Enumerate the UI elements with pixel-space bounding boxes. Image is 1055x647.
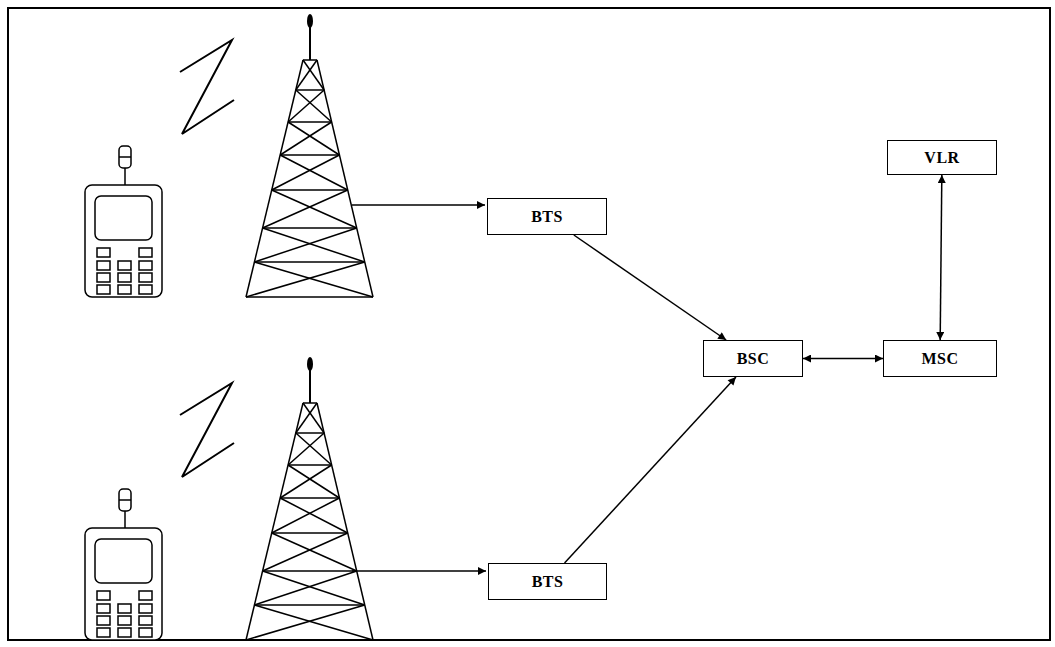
network-element-box: BSC xyxy=(703,340,803,377)
node-label: BTS xyxy=(531,208,563,226)
node-label: MSC xyxy=(921,350,958,368)
node-label: BTS xyxy=(532,573,564,591)
network-element-box: BTS xyxy=(487,198,607,235)
phone-symbol xyxy=(85,146,162,297)
network-element-box: BTS xyxy=(488,563,607,600)
node-label: BSC xyxy=(737,350,770,368)
connector xyxy=(565,377,736,563)
feed-arrow xyxy=(352,204,485,206)
connector xyxy=(803,358,883,360)
phone-symbol xyxy=(85,489,162,640)
tower-symbol xyxy=(246,357,373,640)
node-label: VLR xyxy=(924,149,959,167)
connector xyxy=(574,235,726,340)
tower-symbol xyxy=(246,14,373,297)
network-element-box: MSC xyxy=(883,340,997,377)
frame xyxy=(8,8,1050,640)
radio-link-symbol xyxy=(180,383,234,477)
connector xyxy=(940,175,942,340)
network-element-box: VLR xyxy=(887,140,997,175)
radio-link-symbol xyxy=(180,40,234,134)
feed-arrow xyxy=(352,570,486,572)
